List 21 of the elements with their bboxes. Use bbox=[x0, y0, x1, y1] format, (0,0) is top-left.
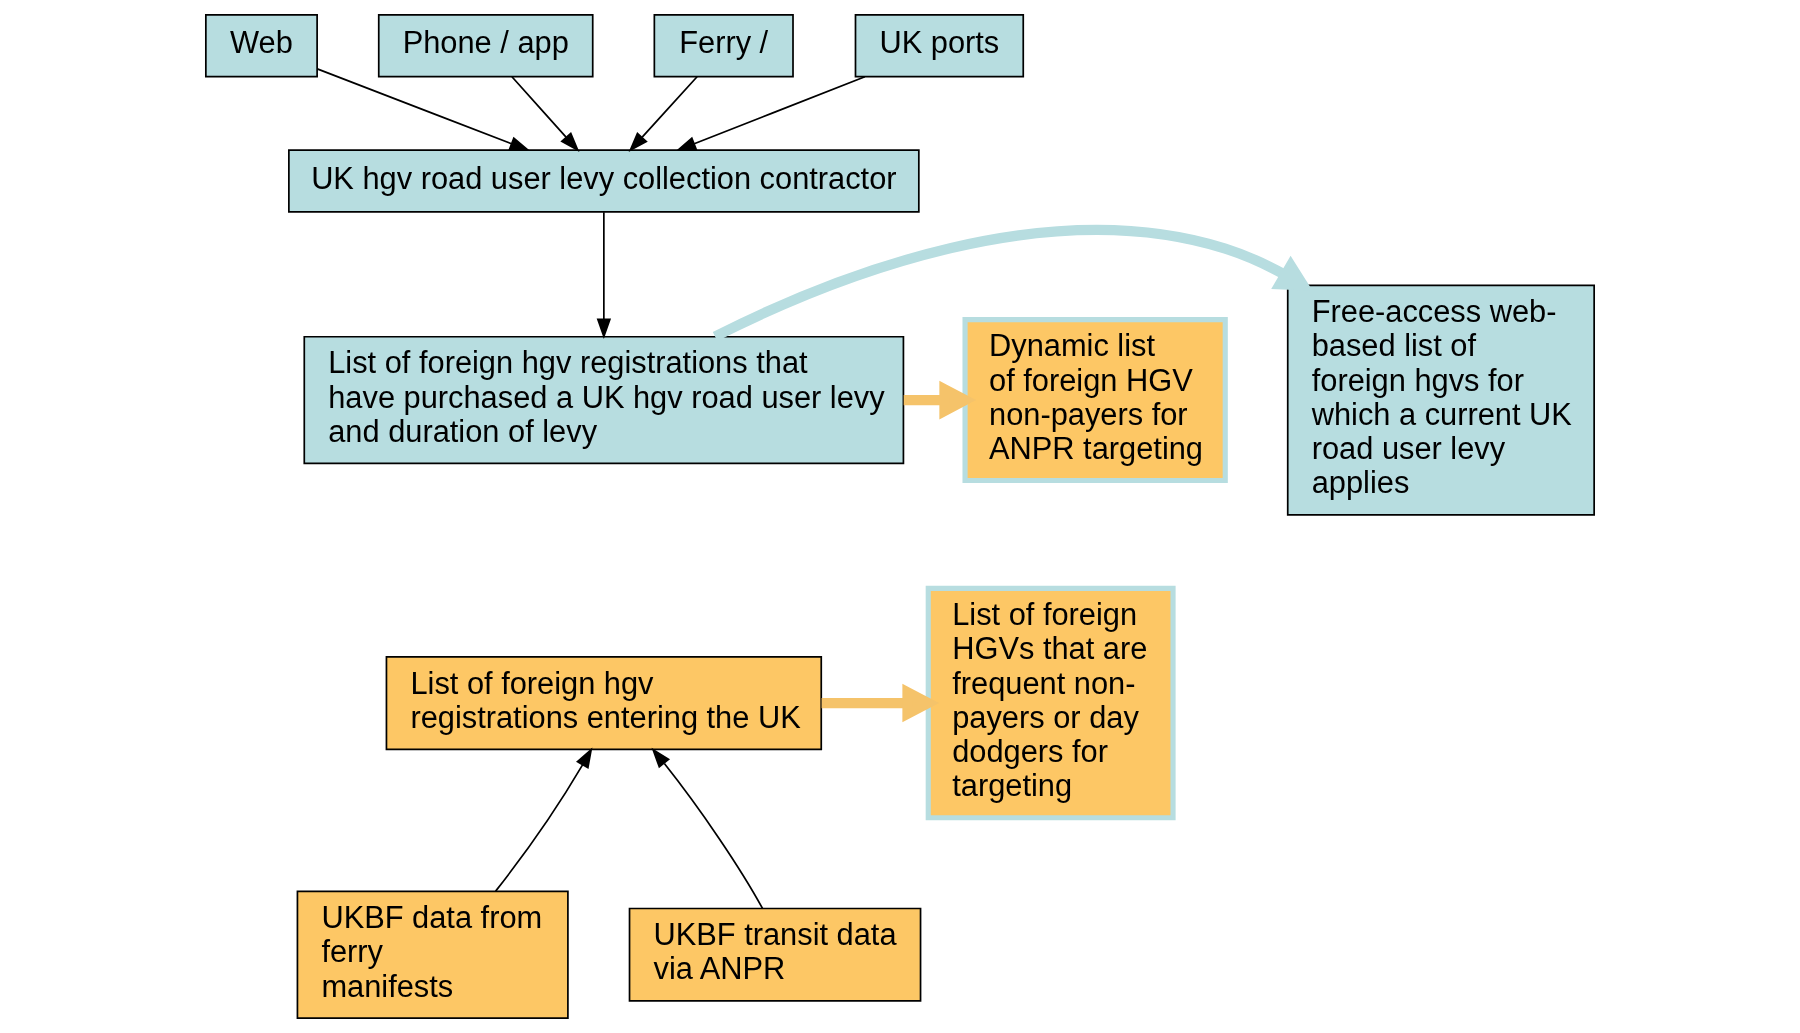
node-box: List of foreign HGVs that are frequent non-payers or day dodgers for targeting bbox=[925, 585, 1176, 821]
arrow bbox=[651, 747, 764, 910]
node-box: Phone / app bbox=[377, 14, 594, 78]
node-box: List of foreign hgv registrations entering the UK bbox=[385, 656, 823, 751]
node-box: Dynamic list of foreign HGV non-payers for ANPR targeting bbox=[962, 317, 1228, 484]
arrow bbox=[596, 211, 612, 340]
node-box: Web bbox=[205, 14, 318, 78]
arrow bbox=[511, 75, 580, 153]
arrow bbox=[316, 68, 531, 151]
node-box: Ferry / bbox=[653, 14, 794, 78]
node-box: UKBF data from ferry manifests bbox=[296, 890, 569, 1019]
node-box: UK ports bbox=[854, 14, 1025, 78]
arrow bbox=[903, 380, 977, 420]
node-box: Free-access web-based list of foreign hgvs for which a current UK road user levy applies bbox=[1286, 284, 1595, 516]
arrow bbox=[821, 683, 940, 723]
arrow bbox=[628, 75, 698, 152]
arrow bbox=[494, 747, 593, 892]
node-box: UK hgv road user levy collection contractor bbox=[288, 149, 920, 213]
arrow bbox=[675, 75, 866, 152]
node-box: UKBF transit data via ANPR bbox=[628, 907, 922, 1002]
node-box: List of foreign hgv registrations that have purchased a UK hgv road user levy and duration of levy bbox=[303, 335, 905, 465]
